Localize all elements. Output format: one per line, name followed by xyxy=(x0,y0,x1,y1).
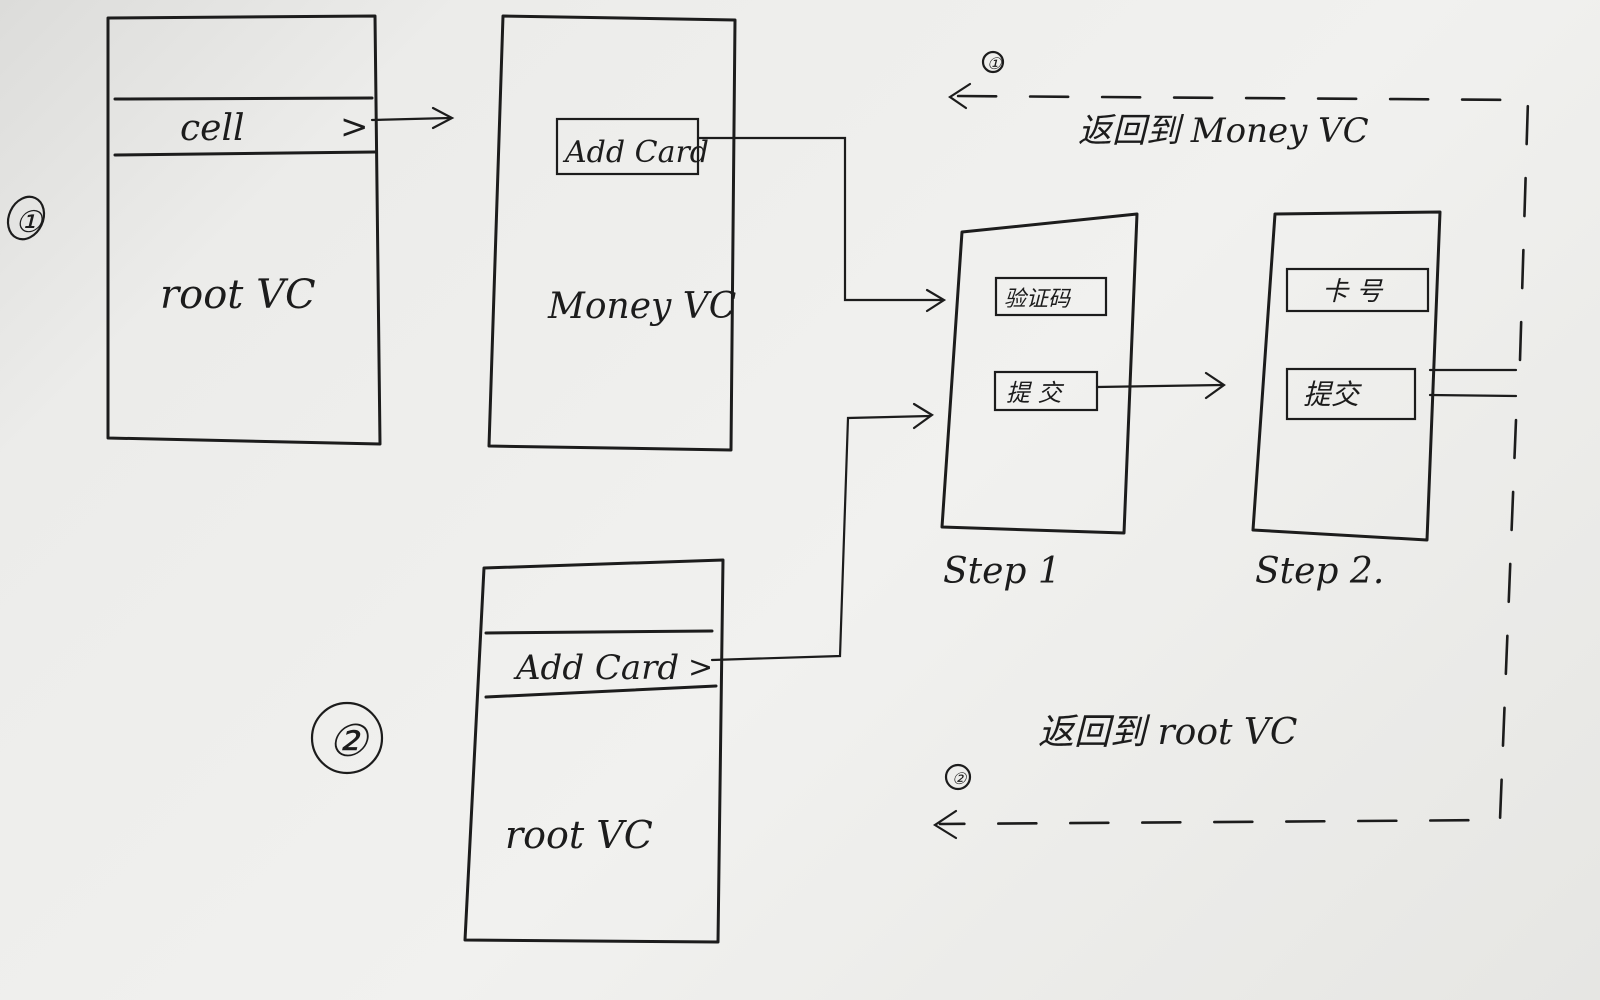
return2-text: 返回到 root VC xyxy=(1038,712,1297,753)
return1-text: 返回到 Money VC xyxy=(1078,111,1369,151)
cell-label: cell xyxy=(180,108,245,149)
step1-submit-label: 提 交 xyxy=(1006,379,1065,407)
flow2-marker: ② xyxy=(310,701,384,775)
card-number-field-label: 卡 号 xyxy=(1322,277,1384,307)
step1-caption: Step 1 xyxy=(943,551,1061,592)
root-vc-title-2: root VC xyxy=(505,813,653,857)
return1-marker: ① xyxy=(987,54,1003,73)
return-path-to-money-vc: ① 返回到 Money VC xyxy=(948,50,1530,362)
add-card-button-label: Add Card xyxy=(562,135,709,170)
root-vc-title-1: root VC xyxy=(160,272,316,318)
arrow-addcard-to-step1 xyxy=(696,136,947,313)
step2-screen: 卡 号 提交 Step 2. xyxy=(1251,210,1442,592)
step2-submit-label: 提交 xyxy=(1303,378,1362,411)
root-vc-screen-2: Add Card > root VC xyxy=(463,558,725,944)
verification-code-field-label: 验证码 xyxy=(1004,287,1072,312)
arrow-addcard-cell-to-step1 xyxy=(710,402,934,662)
add-card-chevron-icon: > xyxy=(688,650,713,685)
add-card-cell-label: Add Card xyxy=(513,648,679,688)
cell-chevron-icon: > xyxy=(340,107,369,147)
flow1-marker: ① xyxy=(6,195,46,241)
step2-caption: Step 2. xyxy=(1255,551,1384,592)
money-vc-title: Money VC xyxy=(547,286,736,327)
return-path-to-root-vc: ② 返回到 root VC xyxy=(932,418,1518,840)
return2-marker: ② xyxy=(952,769,968,788)
step1-screen: 验证码 提 交 Step 1 xyxy=(940,212,1139,592)
arrow-cell-to-money xyxy=(370,106,455,130)
arrow-step1-to-step2 xyxy=(1095,371,1226,400)
root-vc-screen-1: cell > root VC xyxy=(106,14,382,446)
step2-return-stubs xyxy=(1428,368,1518,398)
flow1-marker-text: ① xyxy=(15,205,44,240)
money-vc-screen: Add Card Money VC xyxy=(487,14,737,452)
flow2-marker-text: ② xyxy=(328,716,370,767)
